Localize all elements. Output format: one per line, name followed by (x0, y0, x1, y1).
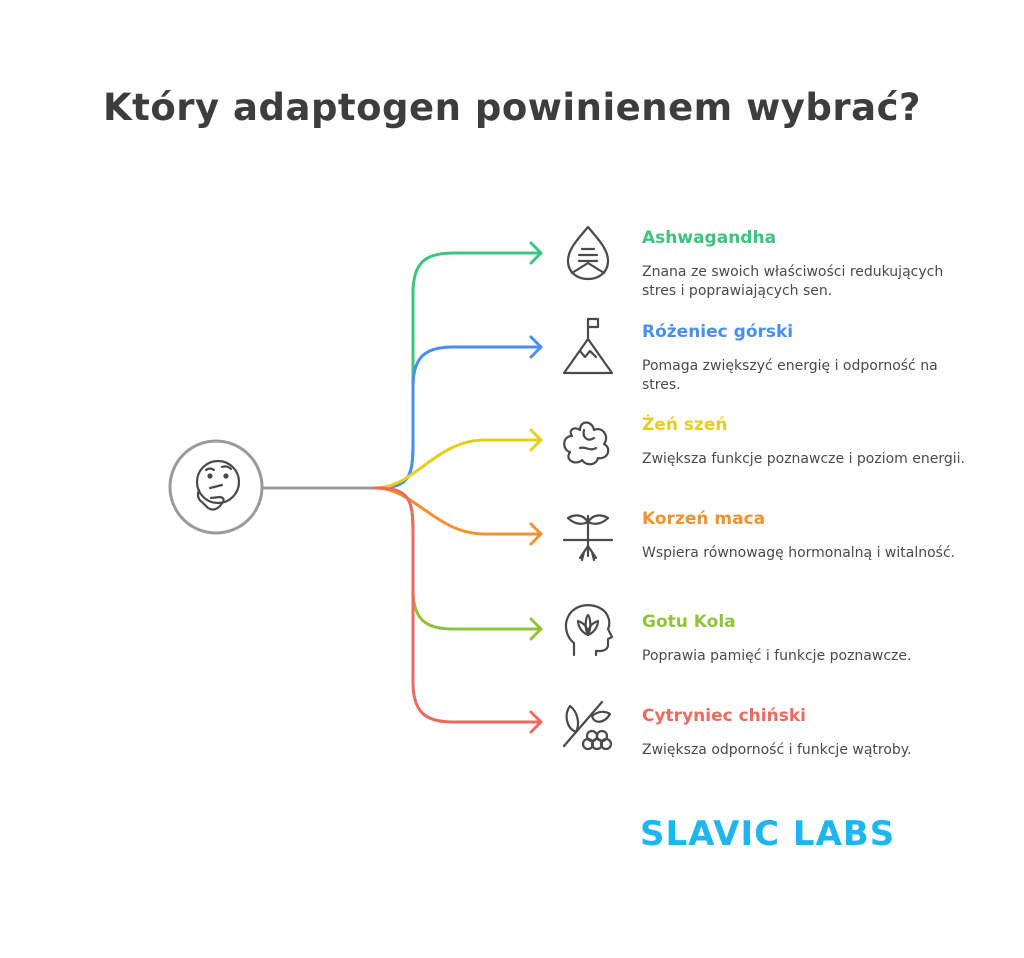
branch-line (373, 486, 543, 724)
branch-line (373, 486, 543, 631)
mountain-flag-icon (562, 317, 614, 375)
option-description: Zwiększa odporność i funkcje wątroby. (642, 742, 912, 758)
arrow-head (529, 428, 543, 452)
brand-logo: SLAVIC LABS (640, 814, 896, 854)
arrow-head (529, 241, 543, 265)
brain-icon (563, 421, 610, 466)
page-title: Który adaptogen powinienem wybrać? (103, 86, 921, 129)
option-description: Pomaga zwiększyć energię i odporność na … (642, 358, 938, 393)
head-lotus-icon (564, 604, 614, 657)
option-description: Poprawia pamięć i funkcje poznawcze. (642, 648, 912, 664)
option-title: Cytryniec chiński (642, 706, 806, 726)
option-description: Znana ze swoich właściwości redukujących… (642, 264, 944, 299)
thinking-face-icon (195, 459, 241, 511)
option-title: Ashwagandha (642, 228, 777, 248)
branch-line (373, 486, 543, 536)
option-title: Gotu Kola (642, 612, 736, 632)
branch-line (373, 345, 543, 490)
arrow-head (529, 522, 543, 546)
berries-leaf-icon (562, 700, 613, 751)
arrow-head (529, 710, 543, 734)
option-title: Różeniec górski (642, 322, 794, 342)
option-description: Zwiększa funkcje poznawcze i poziom ener… (642, 451, 965, 467)
arrow-head (529, 617, 543, 641)
option-title: Żeń szeń (642, 415, 728, 435)
leaf-drop-icon (566, 225, 610, 281)
branch-line (373, 251, 543, 490)
arrow-head (529, 335, 543, 359)
sprout-root-icon (562, 514, 614, 562)
option-title: Korzeń maca (642, 509, 766, 529)
root-node (168, 439, 264, 535)
option-description: Wspiera równowagę hormonalną i witalność… (642, 545, 956, 561)
branch-line (373, 438, 543, 490)
